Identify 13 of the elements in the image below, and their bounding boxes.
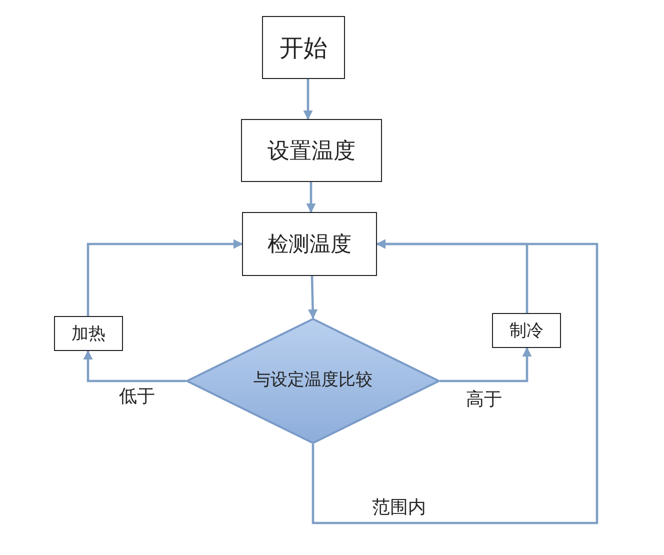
process-box: 设置温度 [241, 119, 382, 182]
process-box: 开始 [262, 16, 345, 79]
arrow [306, 182, 316, 213]
process-box: 检测温度 [242, 212, 377, 276]
arrow [308, 276, 318, 319]
arrow [83, 350, 186, 382]
process-box: 加热 [54, 316, 123, 351]
arrow [312, 239, 598, 524]
arrow [86, 239, 243, 316]
decision-diamond: 与设定温度比较 [186, 318, 440, 444]
arrow [303, 79, 313, 120]
process-box: 制冷 [492, 313, 561, 348]
arrow [440, 347, 532, 382]
